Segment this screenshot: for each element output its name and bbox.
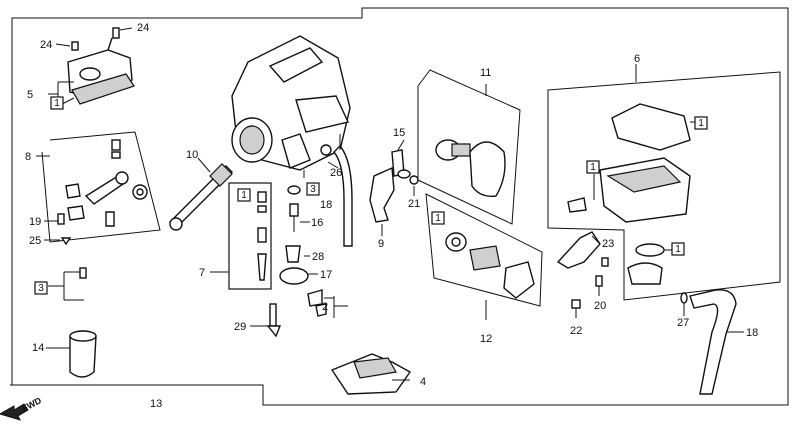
callout-4: 4 — [420, 376, 426, 388]
fwd-direction-marker — [0, 403, 29, 421]
boxed-ref-label: 1 — [698, 118, 704, 129]
boxed-ref-label: 1 — [54, 98, 60, 109]
callout-10: 10 — [186, 149, 198, 161]
fwd-label: FWD — [20, 395, 43, 414]
callout-15: 15 — [393, 127, 405, 139]
callout-25: 25 — [29, 235, 41, 247]
callout-28: 28 — [312, 251, 324, 263]
callout-29: 29 — [234, 321, 246, 333]
callout-19: 19 — [29, 216, 41, 228]
misc-parts-right — [556, 231, 744, 395]
callout-21: 21 — [408, 198, 420, 210]
boxed-ref-1: 1 — [50, 96, 64, 110]
callout-22: 22 — [570, 325, 582, 337]
callout-8: 8 — [25, 151, 31, 163]
callout-23: 23 — [602, 238, 614, 250]
choke-valve-box — [417, 69, 521, 225]
drain-tube-group — [327, 134, 353, 247]
boxed-ref-1: 1 — [671, 242, 685, 256]
callout-14: 14 — [32, 342, 44, 354]
callout-26: 26 — [330, 167, 342, 179]
callout-12: 12 — [480, 333, 492, 345]
callout-16: 16 — [311, 217, 323, 229]
boxed-ref-3: 3 — [306, 182, 320, 196]
linkage-group — [36, 131, 161, 246]
float-group — [46, 267, 97, 378]
boxed-ref-label: 1 — [435, 213, 441, 224]
center-parts-group — [250, 185, 348, 338]
boxed-ref-1: 1 — [586, 160, 600, 174]
callout-2: 2 — [322, 301, 328, 313]
callout-20: 20 — [594, 300, 606, 312]
boxed-ref-label: 3 — [310, 184, 316, 195]
callout-5: 5 — [27, 89, 33, 101]
carburetor-body — [231, 35, 351, 178]
top-cover-group — [48, 27, 135, 107]
boxed-ref-1: 1 — [431, 211, 445, 225]
callout-13: 13 — [150, 398, 162, 410]
boxed-ref-1: 1 — [694, 116, 708, 130]
enrichener-group — [369, 139, 419, 236]
callout-17: 17 — [320, 269, 332, 281]
callout-6: 6 — [634, 53, 640, 65]
boxed-ref-1: 1 — [237, 188, 251, 202]
callout-24: 24 — [40, 39, 52, 51]
callout-24: 24 — [137, 22, 149, 34]
boxed-ref-label: 1 — [675, 244, 681, 255]
callout-11: 11 — [480, 67, 491, 79]
callout-9: 9 — [378, 238, 384, 250]
throttle-screw-group — [169, 157, 233, 231]
boxed-ref-3: 3 — [34, 281, 48, 295]
float-bowl-box — [547, 64, 781, 301]
callout-18: 18 — [746, 327, 758, 339]
boxed-ref-label: 3 — [38, 283, 44, 294]
callout-18: 18 — [320, 199, 332, 211]
callout-7: 7 — [199, 267, 205, 279]
pump-box — [425, 193, 543, 320]
assembly-boundary-line — [10, 7, 789, 406]
boxed-ref-label: 1 — [241, 190, 247, 201]
lever-group — [330, 353, 412, 395]
boxed-ref-label: 1 — [590, 162, 596, 173]
callout-27: 27 — [677, 317, 689, 329]
